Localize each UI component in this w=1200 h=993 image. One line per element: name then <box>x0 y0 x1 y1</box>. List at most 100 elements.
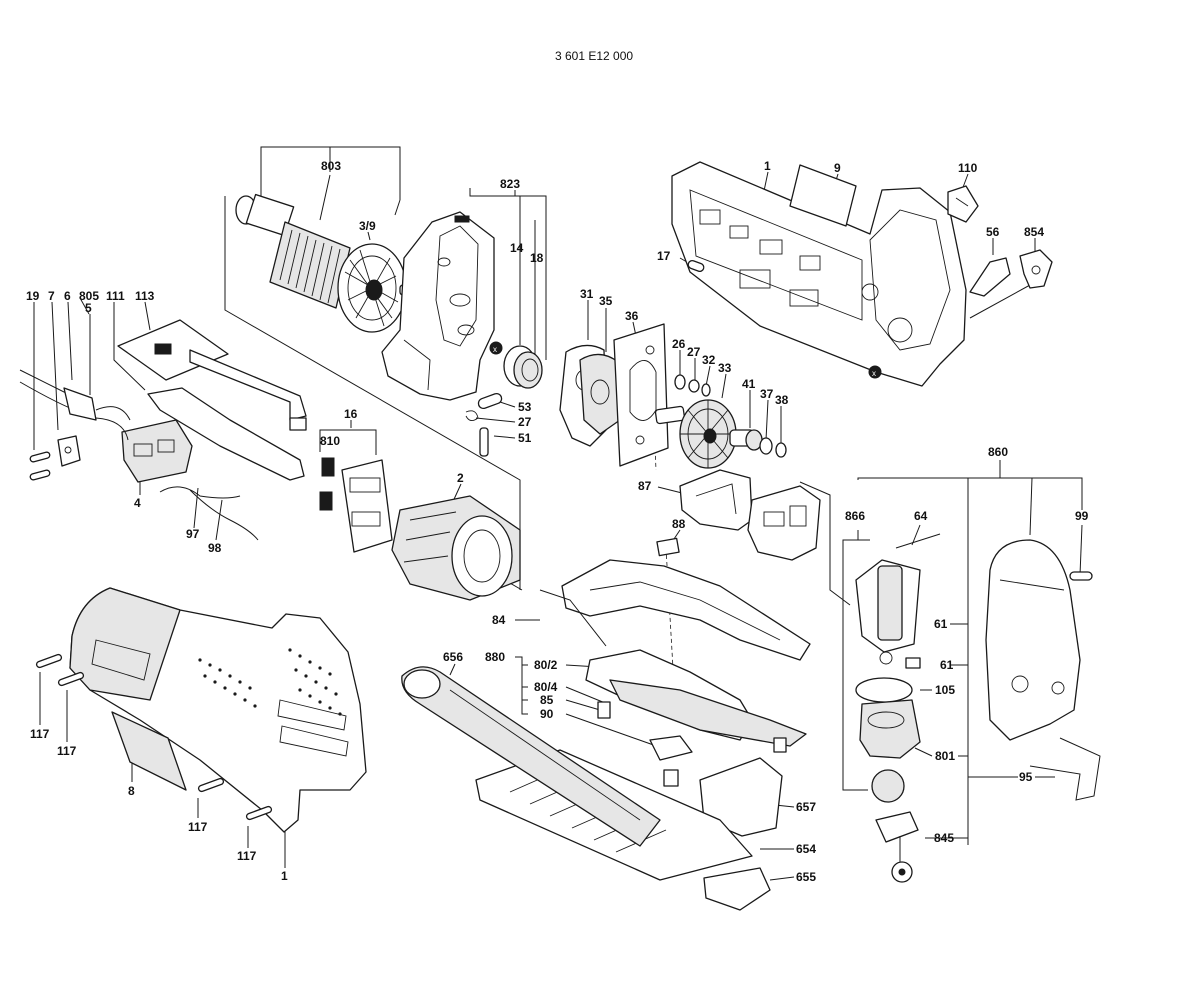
bracket <box>679 469 753 531</box>
svg-text:x: x <box>493 345 497 354</box>
bearing-small <box>729 429 787 458</box>
label-84: 84 <box>492 613 506 627</box>
label-111: 111 <box>106 289 125 303</box>
label-854: 854 <box>1024 225 1044 239</box>
label-110: 110 <box>958 161 978 175</box>
label-657: 657 <box>796 800 816 814</box>
label-5: 5 <box>85 301 92 315</box>
label-655: 655 <box>796 870 816 884</box>
cup <box>871 769 905 803</box>
label-113: 113 <box>135 289 155 303</box>
label-95: 95 <box>1019 770 1033 784</box>
label-88: 88 <box>672 517 686 531</box>
label-823: 823 <box>500 177 520 191</box>
label-37: 37 <box>760 387 774 401</box>
label-38: 38 <box>775 393 789 407</box>
label-803: 803 <box>321 159 341 173</box>
handle-label <box>111 711 187 791</box>
label-117d: 117 <box>237 849 257 863</box>
electronics-module <box>117 319 307 481</box>
front-cover <box>985 539 1093 741</box>
label-31: 31 <box>580 287 594 301</box>
label-2: 2 <box>457 471 464 485</box>
label-4: 4 <box>134 496 141 510</box>
label-1-top: 1 <box>764 159 771 173</box>
label-51: 51 <box>518 431 532 445</box>
label-16: 16 <box>344 407 358 421</box>
lever-parts <box>969 249 1053 297</box>
label-105: 105 <box>935 683 955 697</box>
label-866: 866 <box>845 509 865 523</box>
screws-left <box>29 451 51 481</box>
plunger-assembly <box>855 533 941 669</box>
label-26: 26 <box>672 337 686 351</box>
label-860: 860 <box>988 445 1008 459</box>
stator <box>391 495 521 601</box>
label-36: 36 <box>625 309 639 323</box>
label-8: 8 <box>128 784 135 798</box>
brush-holder <box>319 457 393 553</box>
label-805: 805 <box>79 289 99 303</box>
label-85: 85 <box>540 693 554 707</box>
label-656: 656 <box>443 650 463 664</box>
label-117c: 117 <box>188 820 208 834</box>
label-845: 845 <box>934 831 954 845</box>
gear <box>654 399 737 469</box>
roller <box>875 811 919 883</box>
label-27a: 27 <box>687 345 701 359</box>
label-33: 33 <box>718 361 732 375</box>
label-3-9: 3/9 <box>359 219 376 233</box>
washers <box>674 374 711 397</box>
label-80-4: 80/4 <box>534 680 558 694</box>
label-17: 17 <box>657 249 671 263</box>
label-56: 56 <box>986 225 1000 239</box>
label-80-2: 80/2 <box>534 658 558 672</box>
part-labels: 803 3/9 823 14 18 1 9 110 56 854 17 19 7… <box>26 159 1089 884</box>
label-7: 7 <box>48 289 55 303</box>
motor-housing: x <box>381 211 503 401</box>
label-53: 53 <box>518 400 532 414</box>
bearing <box>503 345 543 389</box>
label-35: 35 <box>599 294 613 308</box>
label-64: 64 <box>914 509 928 523</box>
ring <box>855 677 913 703</box>
label-117b: 117 <box>57 744 77 758</box>
label-810: 810 <box>320 434 340 448</box>
label-61b: 61 <box>940 658 954 672</box>
parts: x x <box>19 161 1101 911</box>
cable <box>19 369 131 467</box>
label-880: 880 <box>485 650 505 664</box>
label-654: 654 <box>796 842 816 856</box>
wires <box>159 486 259 541</box>
label-98: 98 <box>208 541 222 555</box>
handle-housing <box>69 587 367 833</box>
plates <box>559 323 669 467</box>
label-99: 99 <box>1075 509 1089 523</box>
armature <box>235 193 419 333</box>
label-87: 87 <box>638 479 652 493</box>
small-pins <box>465 392 503 457</box>
switch <box>121 419 193 483</box>
label-801: 801 <box>935 749 955 763</box>
base-frame <box>539 537 811 661</box>
label-41: 41 <box>742 377 756 391</box>
diagram-code: 3 601 E12 000 <box>555 49 633 63</box>
label-1-bottom: 1 <box>281 869 288 883</box>
label-19: 19 <box>26 289 40 303</box>
label-117a: 117 <box>30 727 50 741</box>
label-6: 6 <box>64 289 71 303</box>
pin <box>687 259 705 273</box>
label-plate <box>789 164 857 227</box>
dust-tube <box>401 666 661 847</box>
guide-roller <box>859 699 921 759</box>
gearbox-housing: x <box>671 161 967 387</box>
label-90: 90 <box>540 707 554 721</box>
svg-text:x: x <box>872 369 876 378</box>
sole-plate <box>585 649 807 787</box>
screws-117 <box>35 653 273 821</box>
knob <box>947 185 979 223</box>
label-32: 32 <box>702 353 716 367</box>
label-9: 9 <box>834 161 841 175</box>
